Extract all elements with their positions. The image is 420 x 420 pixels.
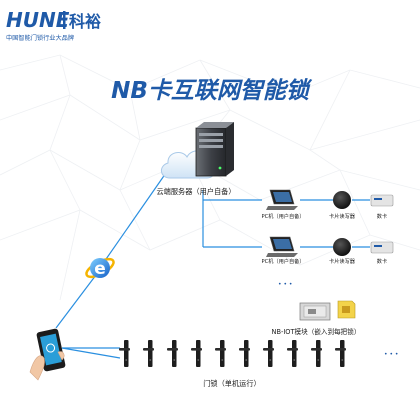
door-lock-icon [191,340,202,367]
door-lock-icon [215,340,226,367]
door-lock-icon [287,340,298,367]
door-locks-ellipsis: • • • [384,351,398,358]
door-lock-icon [119,340,130,367]
laptop-icon [266,189,298,210]
nb-iot-module-icon [299,302,331,321]
page-title: NB卡互联网智能锁 [111,78,313,104]
door-lock-icon [335,340,346,367]
nb-iot-module: NB-IOT模块（嵌入到每把锁） [272,300,361,336]
door-lock-icon [167,340,178,367]
brand-tagline: 中国智能门锁行业大品牌 [6,34,74,42]
card-label: 数卡 [377,257,387,265]
brand-divider [63,11,66,29]
card-icon [370,241,394,254]
card-reader-icon [333,191,351,209]
brand-logo-text: HUNE [6,8,70,32]
door-lock-icon [143,340,154,367]
door-lock-icon [311,340,322,367]
brand-name-cn: 科裕 [69,12,101,31]
card-reader-icon [333,238,351,256]
pc-row-2: PC机（用户自备） 卡片读写器 数卡 [261,236,394,265]
pc-label: PC机（用户自备） [261,212,304,220]
card-reader-label: 卡片读写器 [329,257,356,265]
door-locks-label: 门锁（单机运行） [203,379,261,388]
pc-row-1: PC机（用户自备） 卡片读写器 数卡 [261,189,394,220]
card-label: 数卡 [377,212,387,220]
door-locks-row [119,340,346,367]
brand-logo: HUNE 科裕 中国智能门锁行业大品牌 [6,8,101,42]
door-lock-icon [239,340,250,367]
svg-text:e: e [94,259,106,279]
card-icon [370,194,394,207]
cloud-server: 云端服务器（用户自备） [156,122,236,196]
door-lock-icon [263,340,274,367]
server-icon [195,122,234,177]
laptop-icon [266,236,298,257]
pc-label: PC机（用户自备） [261,257,304,265]
connection-lines [55,169,370,359]
sim-card-icon [337,300,356,319]
more-pcs-ellipsis: • • • [278,281,292,288]
cloud-server-label: 云端服务器（用户自备） [156,187,235,196]
nb-iot-label: NB-IOT模块（嵌入到每把锁） [272,327,361,336]
card-reader-label: 卡片读写器 [329,212,356,220]
smartphone-icon [29,328,66,381]
internet-explorer-icon: e [85,257,115,279]
